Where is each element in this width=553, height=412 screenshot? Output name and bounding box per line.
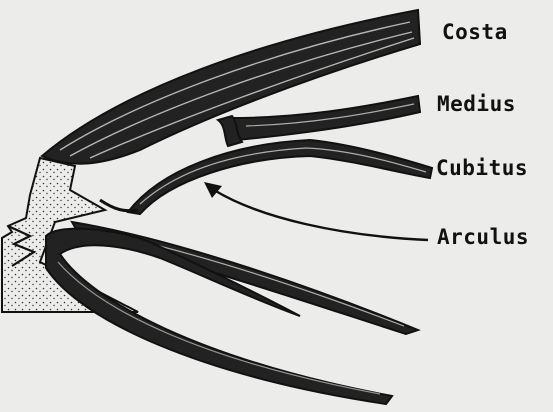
label-medius: Medius <box>437 92 516 116</box>
cubitus-vein <box>128 140 432 214</box>
medius-vein <box>230 96 420 140</box>
label-cubitus: Cubitus <box>436 156 528 180</box>
label-costa: Costa <box>442 20 508 44</box>
lower-vein-outer <box>46 229 392 404</box>
arculus-pointer-line <box>214 190 428 240</box>
label-arculus: Arculus <box>437 225 529 249</box>
arculus-pointer-arrowhead <box>204 182 222 198</box>
